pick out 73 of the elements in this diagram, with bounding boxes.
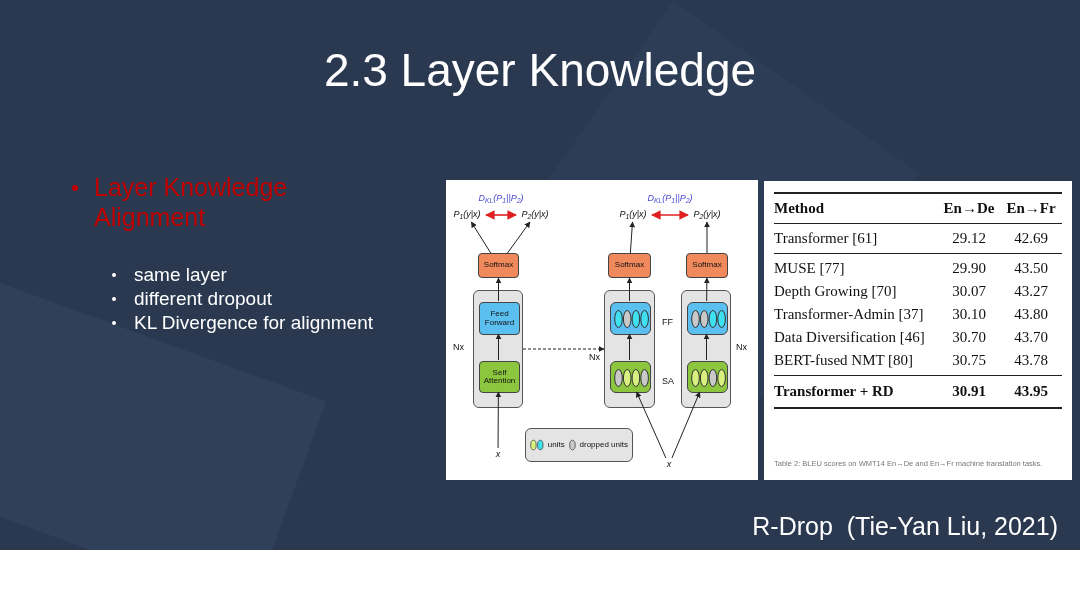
box-label: Self Attention (482, 368, 517, 386)
table-cell-text: En→Fr (1005, 199, 1057, 218)
side-label: FF (662, 316, 673, 329)
arrow (703, 333, 710, 361)
table-cell-text: 43.27 (1013, 282, 1049, 301)
table-cell-text: 43.50 (1013, 259, 1049, 278)
table-cell-text: 29.12 (951, 229, 987, 248)
table-cell-text: Transformer [61] (774, 229, 879, 248)
table-cell-text: Data Diversification [46] (774, 328, 926, 347)
side-label: Nx (736, 341, 747, 354)
box-label: Softmax (692, 261, 722, 270)
legend-label: units (547, 439, 565, 451)
bullet-heading: Layer Knowledge Alignment (94, 172, 289, 232)
variable-label: P$_{2}$(y|x) (521, 210, 549, 220)
self-attention-box (479, 361, 520, 393)
arrow (703, 277, 710, 302)
table-cell-text: Transformer + RD (774, 382, 895, 401)
side-label: Nx (453, 341, 464, 354)
table-cell-text: 30.10 (951, 305, 987, 324)
arrow (629, 221, 636, 254)
legend-label: dropped units (579, 439, 628, 451)
table-cell-text: BERT-fused NMT [80] (774, 351, 915, 370)
variable-label: P$_{1}$(y|x) (453, 210, 481, 220)
dashed-arrow (522, 346, 605, 352)
arrow (470, 221, 492, 254)
table-cell-text: Depth Growing [70] (774, 282, 898, 301)
edge-label: D$_{KL}$(P$_{1}$||P$_{2}$) (647, 194, 693, 203)
softmax-box (478, 253, 519, 278)
box-label: Softmax (614, 261, 645, 270)
table-cell-text: Transformer-Admin [37] (774, 305, 925, 324)
table-cell-text: 43.78 (1013, 351, 1049, 370)
variable-label: P$_{2}$(y|x) (693, 210, 721, 220)
slide-title: 2.3 Layer Knowledge (322, 43, 758, 98)
table-cell-text: 43.70 (1013, 328, 1049, 347)
table-cell-text: 30.75 (951, 351, 987, 370)
feed-forward-box (687, 302, 728, 335)
table-cell-text: 30.70 (951, 328, 987, 347)
side-label: Nx (589, 351, 600, 364)
self-attention-box (687, 361, 728, 393)
table-cell-text: En→De (942, 199, 996, 218)
arrow (671, 391, 701, 459)
arrow (485, 210, 517, 220)
bullet-text: KL Divergence for alignment (134, 311, 374, 335)
bullet-text: different dropout (134, 287, 273, 311)
side-label: SA (662, 375, 674, 388)
arrow (495, 333, 502, 361)
table-cell-text: Method (774, 199, 825, 218)
softmax-box (608, 253, 651, 278)
edge-label: D$_{KL}$(P$_{1}$||P$_{2}$) (478, 194, 524, 203)
citation-text: R-Drop (Tie-Yan Liu, 2021) (752, 511, 1058, 542)
variable-label: x (666, 460, 672, 470)
arrow (651, 210, 689, 220)
table-cell-text: 43.95 (1013, 382, 1049, 401)
table-cell-text: 29.90 (951, 259, 987, 278)
arrow (626, 277, 633, 302)
table-cell-text: MUSE [77] (774, 259, 846, 278)
arrow (495, 277, 502, 302)
table-cell-text: 30.91 (951, 382, 987, 401)
arrow (626, 333, 633, 361)
table-cell-text: 43.80 (1013, 305, 1049, 324)
box-label: Feed Forward (483, 310, 516, 327)
table-cell-text: 42.69 (1013, 229, 1049, 248)
table-cell-text: 30.07 (951, 282, 987, 301)
softmax-box (686, 253, 728, 278)
arrow (507, 221, 531, 254)
variable-label: x (495, 450, 501, 460)
bullet-text: same layer (134, 263, 227, 287)
arrow (704, 221, 710, 254)
arrow (636, 391, 667, 459)
feed-forward-box (479, 302, 520, 335)
variable-label: P$_{1}$(y|x) (619, 210, 647, 220)
box-label: Softmax (483, 261, 514, 270)
arrow (495, 391, 502, 449)
